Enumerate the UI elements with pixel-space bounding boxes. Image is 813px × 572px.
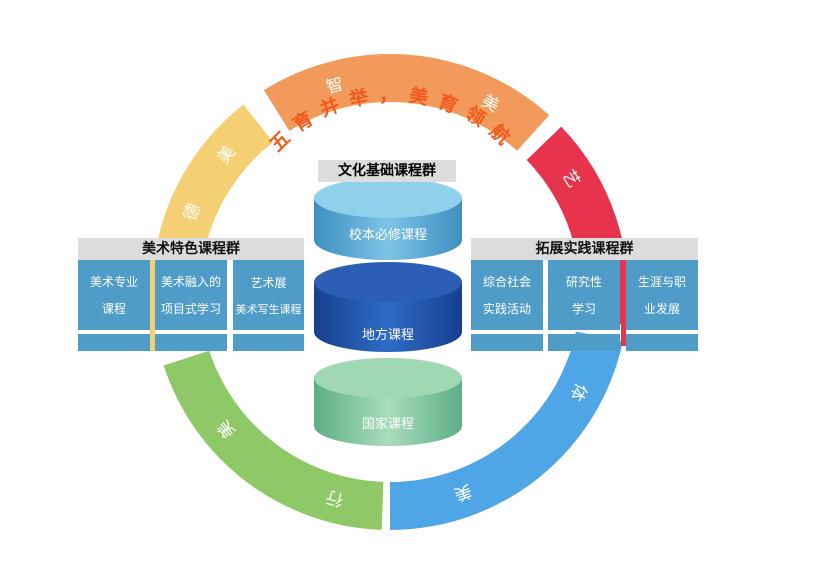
center-group-title: 文化基础课程群	[318, 160, 456, 182]
layer-national-label: 国家课程	[361, 417, 414, 432]
ring-segment-ti	[390, 331, 623, 530]
cylinder-national	[314, 358, 462, 446]
layer-local-label: 地方课程	[361, 328, 414, 343]
left-cell-1: 美术专业课程	[78, 260, 150, 330]
cell-text: 业发展	[643, 302, 680, 316]
right-cell-2: 研究性学习	[548, 260, 620, 330]
left-cell-3: 艺术展美术写生课程	[233, 260, 304, 330]
cell-text: 美术专业	[89, 275, 138, 289]
cell-text: 研究性	[565, 275, 602, 289]
ring-label-xing: 行	[324, 486, 346, 510]
cell-text: 课程	[101, 302, 126, 316]
ring-segment-zhi	[263, 54, 550, 151]
right-group-title: 拓展实践课程群	[471, 238, 698, 260]
layer-school-label: 校本必修课程	[348, 228, 427, 243]
ring-segment-xing	[163, 350, 384, 530]
cell-text: 美术融入的	[160, 275, 221, 289]
cell-text: 美术写生课程	[235, 302, 302, 316]
cell-text: 项目式学习	[160, 302, 221, 316]
cell-text: 学习	[571, 302, 596, 316]
ring-label-zhi: 智	[324, 74, 346, 98]
cylinder-school	[314, 178, 462, 260]
cell-text: 艺术展	[250, 275, 287, 290]
ring-label-ti: 美	[451, 480, 474, 505]
cell-text: 实践活动	[482, 302, 531, 316]
ring-label-de: 德	[180, 201, 205, 224]
left-cell-2: 美术融入的项目式学习	[155, 260, 227, 330]
ring-segment-de	[157, 104, 274, 253]
cylinder-local	[314, 262, 462, 352]
cell-text: 综合社会	[482, 275, 531, 289]
cell-text: 生涯与职	[637, 275, 686, 289]
left-group-title: 美术特色课程群	[78, 238, 304, 260]
right-cell-3: 生涯与职业发展	[626, 260, 698, 330]
right-cell-1: 综合社会实践活动	[471, 260, 543, 330]
